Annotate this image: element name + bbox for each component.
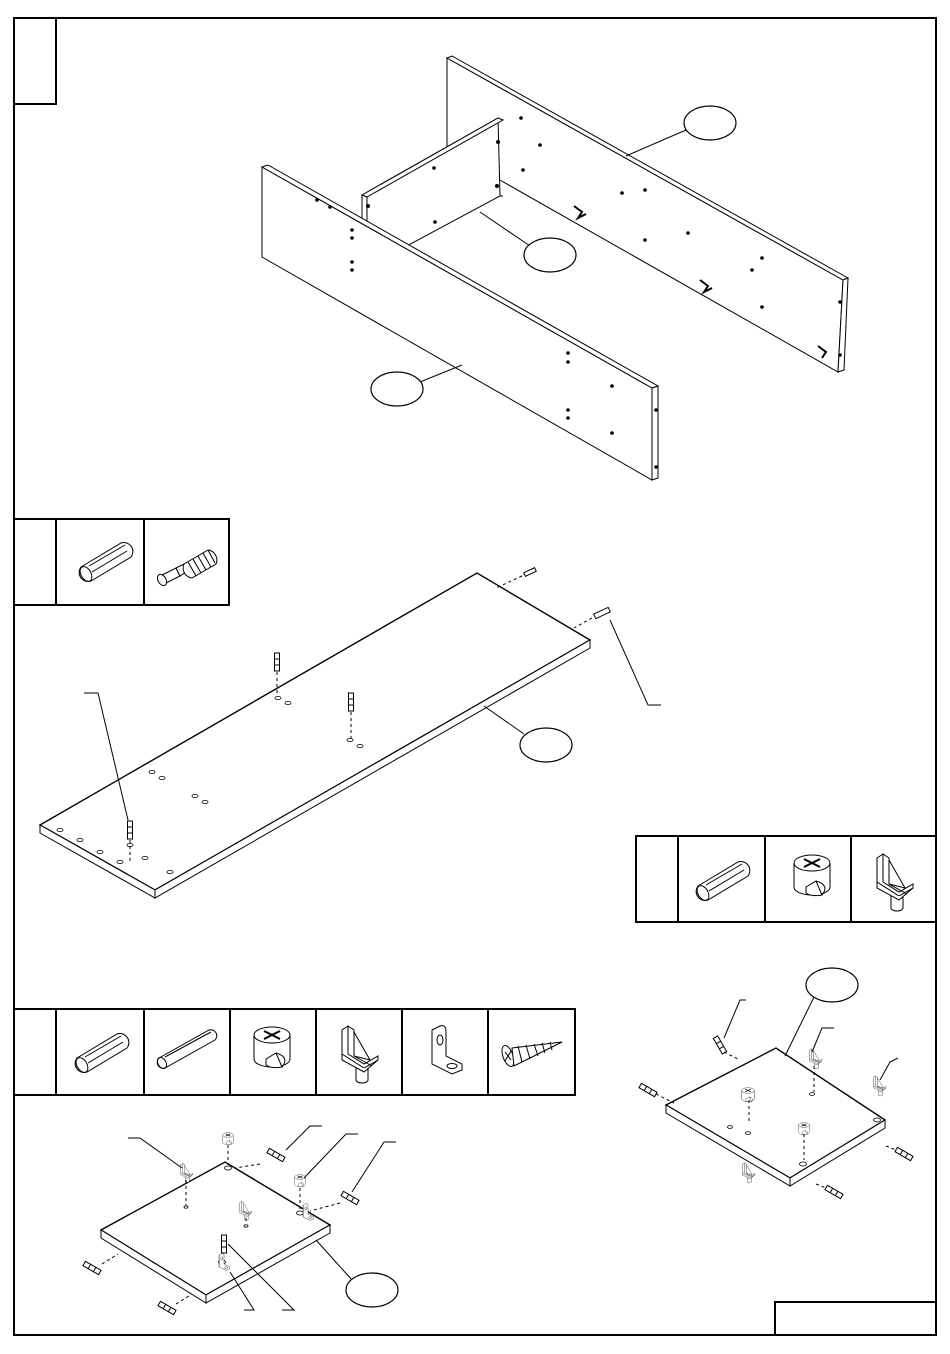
cam-bolt-icon — [156, 550, 217, 587]
shelf-support-icon — [342, 1026, 378, 1083]
right-side-panel-drawing — [639, 968, 913, 1199]
hardware-box-c — [14, 1009, 575, 1095]
shelf-support-icon — [877, 854, 913, 911]
step-number-box — [14, 18, 56, 104]
wood-screw-icon — [500, 1042, 562, 1068]
angle-bracket-icon — [432, 1026, 462, 1074]
cam-lock-icon — [794, 855, 830, 896]
hardware-box-a — [14, 519, 229, 605]
wooden-dowel-icon — [74, 1034, 129, 1075]
footer-box — [775, 1302, 936, 1335]
wooden-dowel-icon — [695, 862, 750, 903]
callout-back-panel — [626, 106, 736, 156]
long-dowel-icon — [156, 1030, 217, 1070]
callout-right-side-panel — [785, 968, 858, 1056]
callout-front-panel — [371, 365, 462, 406]
callout-left-side-panel — [316, 1240, 398, 1307]
callout-bottom-board — [484, 706, 572, 762]
wooden-dowel-icon — [78, 543, 133, 584]
left-side-panel-drawing — [83, 1126, 398, 1315]
cam-lock-icon — [254, 1027, 290, 1068]
callout-middle-divider — [480, 212, 576, 272]
bottom-board-drawing — [40, 568, 661, 898]
hardware-box-b — [636, 836, 936, 922]
top-assembly-drawing — [262, 56, 848, 480]
